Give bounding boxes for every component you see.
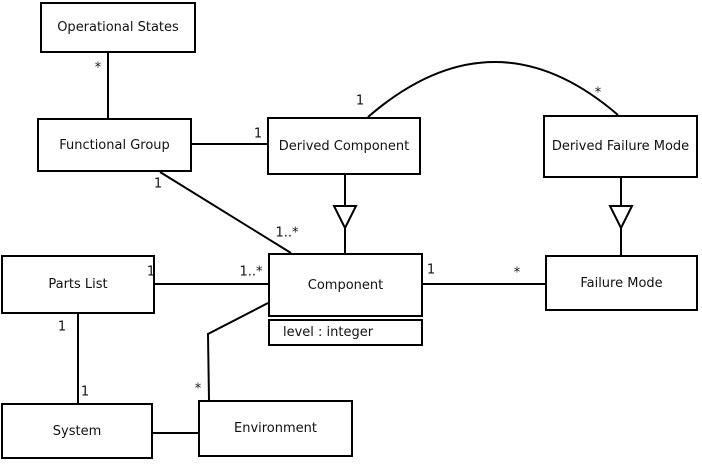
class-name-derived-component: Derived Component <box>278 138 410 154</box>
multiplicity-parts-list-system-bottom: 1 <box>80 384 90 400</box>
multiplicity-operational-states-end: * <box>94 60 102 76</box>
class-name-derived-failure-mode: Derived Failure Mode <box>551 139 690 154</box>
class-name-operational-states: Operational States <box>57 20 179 35</box>
class-derived-component: Derived Component <box>267 117 421 175</box>
class-failure-mode: Failure Mode <box>545 255 698 311</box>
generalization-triangle-icon-component <box>332 205 358 231</box>
multiplicity-failure-mode-end: * <box>513 265 521 281</box>
multiplicity-arc-derived-component-end: 1 <box>355 93 365 109</box>
multiplicity-functional-group-end: 1 <box>153 176 163 192</box>
multiplicity-component-end-functional-group: 1..* <box>275 225 299 241</box>
class-name-failure-mode: Failure Mode <box>580 275 663 291</box>
multiplicity-environment-end: * <box>194 381 202 397</box>
attribute-level-integer: level : integer <box>283 325 374 340</box>
class-environment: Environment <box>198 400 353 457</box>
class-parts-list: Parts List <box>1 255 155 314</box>
multiplicity-component-end-failure-mode: 1 <box>426 262 436 278</box>
class-system: System <box>1 403 153 459</box>
class-name-environment: Environment <box>233 421 317 436</box>
class-functional-group: Functional Group <box>37 118 192 172</box>
class-name-system: System <box>52 423 102 439</box>
generalization-triangle-icon-failure-mode <box>608 205 634 231</box>
class-component-attribute-compartment: level : integer <box>268 319 423 346</box>
multiplicity-derived-component-end: 1 <box>253 126 263 142</box>
multiplicity-component-end-parts-list: 1..* <box>239 264 263 280</box>
class-operational-states: Operational States <box>40 2 196 53</box>
class-component-name-compartment: Component <box>268 253 423 317</box>
multiplicity-parts-list-end: 1 <box>146 264 156 280</box>
class-derived-failure-mode: Derived Failure Mode <box>543 115 698 178</box>
edge-derived-component-derived-failure-mode-arc <box>367 61 619 118</box>
class-name-functional-group: Functional Group <box>59 137 170 153</box>
class-name-parts-list: Parts List <box>48 277 108 292</box>
class-name-component: Component <box>307 277 384 293</box>
edge-functional-group-component <box>159 171 292 254</box>
edge-component-environment <box>206 302 269 401</box>
multiplicity-parts-list-system-top: 1 <box>57 319 67 335</box>
multiplicity-arc-derived-failure-mode-end: * <box>594 85 602 101</box>
